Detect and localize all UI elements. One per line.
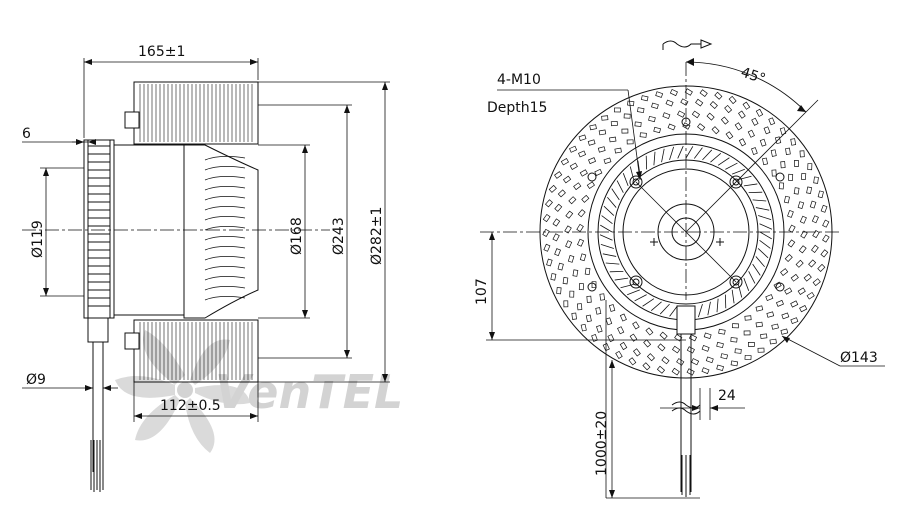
front-view xyxy=(480,39,840,497)
watermark: VenTEL xyxy=(115,330,403,453)
side-arrowheads xyxy=(43,59,388,419)
rotation-arrow-icon xyxy=(662,39,713,50)
dim-thread-spec: 4-M10 xyxy=(497,72,541,88)
dim-overall-length: 165±1 xyxy=(138,44,185,60)
impeller-blade-slots xyxy=(542,88,830,376)
front-labels: 4-M10 Depth15 45° 107 Ø143 1000±20 24 xyxy=(474,65,878,476)
motor-flange xyxy=(83,139,115,319)
dim-outer-diameter: Ø282±1 xyxy=(369,207,385,265)
dim-cable-offset: 24 xyxy=(718,388,736,404)
mount-holes xyxy=(587,172,785,292)
mount-bolt-bottom xyxy=(124,332,140,350)
cable-wires xyxy=(90,440,104,492)
watermark-brand: VenTEL xyxy=(215,365,403,419)
mount-bolt-top xyxy=(124,111,140,129)
side-view xyxy=(22,81,330,492)
dim-offset: 107 xyxy=(474,278,490,305)
front-cable-gland xyxy=(676,305,696,335)
side-labels: 165±1 6 Ø119 Ø168 Ø243 Ø282±1 112±0.5 Ø9 xyxy=(22,44,385,414)
dim-bolt-circle: Ø143 xyxy=(840,350,878,366)
dim-thread-depth: Depth15 xyxy=(487,100,547,116)
dim-inlet-diameter: Ø168 xyxy=(289,217,305,255)
side-dimensions xyxy=(22,58,390,422)
impeller-lower-blades xyxy=(139,322,253,380)
dim-impeller-diameter: Ø243 xyxy=(331,217,347,255)
dim-hub-length: 112±0.5 xyxy=(160,398,221,414)
dim-cable-diameter: Ø9 xyxy=(26,372,46,388)
front-cable-wires xyxy=(681,455,691,497)
motor-fins xyxy=(88,145,110,307)
dim-flange-thickness: 6 xyxy=(22,126,31,142)
front-dimensions xyxy=(486,61,885,499)
dim-angle: 45° xyxy=(739,65,768,88)
dim-motor-diameter: Ø119 xyxy=(30,220,46,258)
impeller-lower xyxy=(133,319,259,383)
inlet-cone-vanes xyxy=(204,156,246,301)
impeller-upper-blades xyxy=(139,84,253,142)
front-arrowheads xyxy=(489,58,806,498)
watermark-fan-icon xyxy=(115,330,250,453)
cable-gland xyxy=(87,317,109,343)
dim-cable-length: 1000±20 xyxy=(594,411,610,476)
inlet-cone xyxy=(183,144,259,319)
threaded-holes xyxy=(629,175,743,289)
